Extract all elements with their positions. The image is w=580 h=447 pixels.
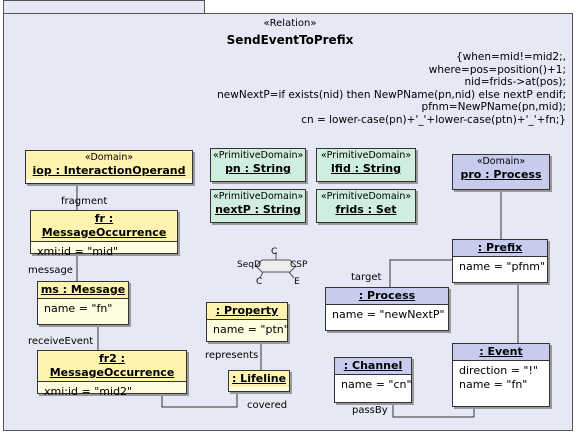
object-channel[interactable]: : Channel name = "cn" (334, 357, 412, 403)
fr2-name: fr2 : MessageOccurrence (49, 352, 175, 379)
label-message: message (28, 265, 73, 276)
notation-hexagon (255, 259, 297, 273)
object-event[interactable]: : Event direction = "!" name = "fn" (452, 343, 550, 407)
channel-slot: name = "cn" (341, 378, 412, 391)
process-name: : Process (358, 289, 416, 302)
lifeline-name: : Lifeline (231, 372, 287, 385)
domain-iop[interactable]: «Domain»iop : InteractionOperand (25, 150, 193, 184)
notation-symbol (255, 252, 297, 279)
prefix-name: : Prefix (477, 241, 523, 254)
object-lifeline[interactable]: : Lifeline (228, 370, 290, 392)
notation-c-top: C (271, 247, 278, 257)
fr-slot: xmi:id = "mid" (37, 245, 119, 258)
label-target: target (351, 272, 382, 283)
iop-name: iop : InteractionOperand (32, 164, 186, 177)
property-name: : Property (215, 304, 279, 317)
relation-stereotype: «Relation» (263, 18, 317, 29)
primitive-domain-pn[interactable]: «PrimitiveDomain»pn : String (210, 148, 306, 182)
label-fragment: fragment (61, 196, 108, 207)
object-fr[interactable]: fr : MessageOccurrence xmi:id = "mid" (30, 210, 178, 258)
object-ms[interactable]: ms : Message name = "fn" (37, 281, 129, 325)
pn-name: pn : String (225, 162, 291, 175)
event-slot-direction: direction = "!" (459, 364, 538, 377)
label-covered: covered (247, 400, 288, 411)
label-represents: represents (205, 350, 259, 361)
pro-stereotype: «Domain» (476, 156, 526, 167)
nextp-name: nextP : String (215, 203, 301, 216)
link-passby (392, 403, 475, 418)
nextp-stereotype: «PrimitiveDomain» (213, 191, 304, 202)
property-slot: name = "ptn" (213, 323, 289, 336)
relation-constraint: {when=mid!=mid2;, where=pos=position()+1… (217, 51, 566, 126)
channel-name: : Channel (343, 359, 403, 372)
object-property[interactable]: : Property name = "ptn" (206, 302, 289, 342)
fr-name: fr : MessageOccurrence (41, 212, 167, 239)
notation-csp: CSP (290, 260, 308, 270)
fr2-slot: xmi:id = "mid2" (44, 385, 133, 398)
primitive-domain-lfid[interactable]: «PrimitiveDomain»lfid : String (316, 148, 416, 182)
iop-stereotype: «Domain» (84, 152, 134, 163)
frids-stereotype: «PrimitiveDomain» (320, 191, 412, 202)
primitive-domain-frids[interactable]: «PrimitiveDomain»frids : Set (316, 189, 416, 223)
relation-frame-tab (3, 0, 205, 14)
pro-name: pro : Process (460, 168, 542, 181)
process-slot: name = "newNextP" (332, 308, 445, 321)
lfid-name: lfid : String (331, 162, 401, 175)
object-process[interactable]: : Process name = "newNextP" (325, 287, 449, 331)
object-fr2[interactable]: fr2 : MessageOccurrence xmi:id = "mid2" (37, 350, 187, 398)
lfid-stereotype: «PrimitiveDomain» (320, 150, 412, 161)
notation-seqd: SeqD (237, 260, 261, 270)
notation-c-bottom: C (256, 277, 263, 287)
notation-e: E (294, 277, 300, 287)
relation-title: SendEventToPrefix (226, 33, 354, 47)
ms-slot: name = "fn" (44, 302, 113, 315)
primitive-domain-nextp[interactable]: «PrimitiveDomain»nextP : String (210, 189, 306, 223)
object-prefix[interactable]: : Prefix name = "pfnm" (452, 239, 548, 283)
prefix-slot: name = "pfnm" (459, 260, 546, 273)
frids-name: frids : Set (335, 203, 397, 216)
label-passby: passBy (352, 405, 388, 416)
ms-name: ms : Message (40, 283, 126, 296)
event-slot-name: name = "fn" (459, 378, 528, 391)
domain-pro[interactable]: «Domain»pro : Process (452, 154, 550, 190)
label-receive-event: receiveEvent (28, 336, 94, 347)
event-name: : Event (479, 345, 523, 358)
pn-stereotype: «PrimitiveDomain» (213, 150, 304, 161)
